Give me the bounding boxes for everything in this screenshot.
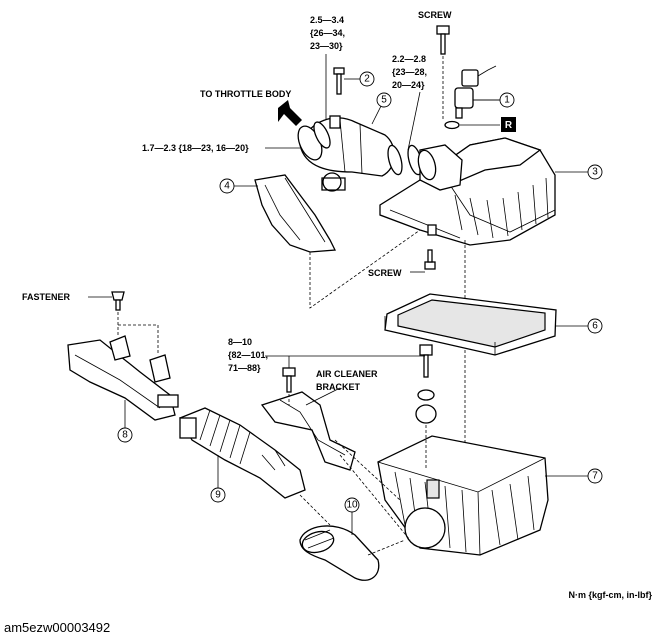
screw-mid bbox=[424, 249, 436, 270]
callout-8: 8 bbox=[117, 427, 133, 443]
label-torque-mid-1: 2.2—2.8 bbox=[392, 54, 426, 64]
callout-9-text: 9 bbox=[215, 490, 221, 501]
label-torque-bottom-1: 8—10 bbox=[228, 337, 252, 347]
fastener bbox=[88, 291, 159, 355]
callout-8-text: 8 bbox=[122, 430, 128, 441]
label-screw-top: SCREW bbox=[418, 10, 452, 20]
callout-4-text: 4 bbox=[224, 181, 230, 192]
air-filter-element bbox=[384, 293, 557, 356]
callout-2-text: 2 bbox=[364, 74, 370, 85]
hose-clamp-right bbox=[387, 144, 423, 176]
callout-6-text: 6 bbox=[592, 321, 598, 332]
label-units: N·m {kgf-cm, in-lbf} bbox=[568, 590, 652, 600]
air-cleaner-cover bbox=[379, 137, 556, 246]
label-torque-top-2: {26—34, bbox=[310, 28, 345, 38]
inlet-duct bbox=[299, 525, 380, 581]
intake-air-temperature-sensor bbox=[454, 65, 500, 119]
callout-5-text: 5 bbox=[381, 95, 387, 106]
label-torque-bottom-2: {82—101, bbox=[228, 350, 268, 360]
screw-part-2 bbox=[333, 67, 360, 95]
label-fastener: FASTENER bbox=[22, 292, 71, 302]
screw-top bbox=[436, 25, 450, 120]
case-bolt bbox=[415, 344, 437, 470]
resonator-duct bbox=[254, 172, 346, 253]
callout-7-text: 7 bbox=[592, 471, 598, 482]
callout-1-text: 1 bbox=[504, 95, 510, 106]
callout-1: 1 bbox=[499, 92, 515, 108]
fresh-air-duct bbox=[67, 335, 179, 421]
cover-inlet-pipe bbox=[417, 144, 463, 191]
label-torque-left: 1.7—2.3 {18—23, 16—20} bbox=[142, 143, 249, 153]
callout-4: 4 bbox=[219, 178, 235, 194]
air-hose bbox=[297, 99, 396, 177]
callout-6: 6 bbox=[587, 318, 603, 334]
callout-9: 9 bbox=[210, 487, 226, 503]
label-screw-mid: SCREW bbox=[368, 268, 402, 278]
corrugated-air-duct bbox=[179, 407, 306, 499]
air-cleaner-case bbox=[377, 435, 549, 556]
callout-3: 3 bbox=[587, 164, 603, 180]
figure-id: am5ezw00003492 bbox=[4, 620, 111, 635]
o-ring bbox=[444, 120, 500, 130]
label-torque-mid-3: 20—24} bbox=[392, 80, 425, 90]
throttle-direction-arrow bbox=[278, 100, 302, 126]
r-badge: R bbox=[501, 117, 516, 132]
label-torque-top-3: 23—30} bbox=[310, 41, 343, 51]
bracket-bolt bbox=[282, 367, 296, 405]
label-torque-top-1: 2.5—3.4 bbox=[310, 15, 344, 25]
label-bracket-2: BRACKET bbox=[316, 382, 361, 392]
callout-3-text: 3 bbox=[592, 167, 598, 178]
label-torque-bottom-3: 71—88} bbox=[228, 363, 261, 373]
label-torque-mid-2: {23—28, bbox=[392, 67, 427, 77]
hose-clamp-left bbox=[313, 121, 331, 149]
callout-2: 2 bbox=[359, 71, 375, 87]
label-bracket-1: AIR CLEANER bbox=[316, 369, 378, 379]
callout-10-text: 10 bbox=[346, 500, 358, 511]
callout-10: 10 bbox=[344, 497, 360, 513]
label-throttle-body: TO THROTTLE BODY bbox=[200, 89, 291, 99]
r-badge-text: R bbox=[505, 120, 513, 131]
callout-5: 5 bbox=[376, 92, 392, 108]
air-cleaner-bracket bbox=[260, 387, 356, 471]
callout-7: 7 bbox=[587, 468, 603, 484]
